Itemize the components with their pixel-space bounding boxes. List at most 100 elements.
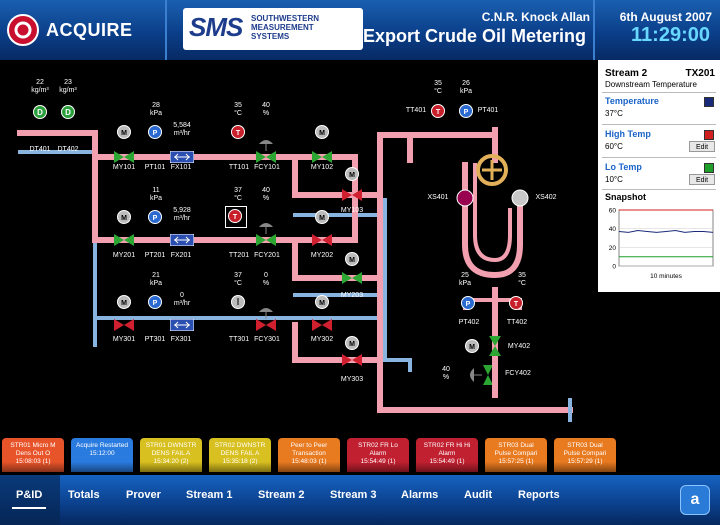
valve-icon[interactable] xyxy=(489,336,501,356)
nav-tab-totals[interactable]: Totals xyxy=(68,489,100,501)
alarm-time: 15:12:00 xyxy=(89,450,115,457)
motor-icon[interactable]: M xyxy=(315,295,329,309)
pressure-icon[interactable]: P xyxy=(148,210,162,224)
alarm-time: 15:35:18 (2) xyxy=(222,458,258,465)
valve-icon[interactable] xyxy=(114,234,134,246)
motor-icon[interactable]: M xyxy=(345,336,359,350)
tt101-tag: TT101 xyxy=(228,164,250,171)
alarm-line1: STR03 Dual xyxy=(498,442,534,449)
pressure-icon[interactable]: P xyxy=(148,295,162,309)
flow-meter-icon[interactable] xyxy=(170,319,194,331)
alarm-line1: STR03 Dual xyxy=(567,442,603,449)
nav-tab-prover[interactable]: Prover xyxy=(126,489,161,501)
valve-icon[interactable] xyxy=(342,354,362,366)
selected-instrument-frame[interactable] xyxy=(225,206,247,228)
temperature-icon[interactable]: T xyxy=(431,104,445,118)
acquire-app-icon[interactable]: a xyxy=(680,485,710,515)
alarm-line2: DENS FAIL A xyxy=(220,450,260,457)
panel-tag: TX201 xyxy=(685,68,715,79)
sphere-detector-xs401[interactable] xyxy=(456,189,474,207)
control-valve-icon[interactable] xyxy=(256,138,276,164)
density-icon[interactable]: D xyxy=(33,105,47,119)
valve-icon[interactable] xyxy=(312,234,332,246)
pressure-icon[interactable]: P xyxy=(459,104,473,118)
my203-tag: MY203 xyxy=(340,292,364,299)
thermometer-icon[interactable] xyxy=(231,295,245,309)
valve-icon[interactable] xyxy=(312,151,332,163)
motor-icon[interactable]: M xyxy=(345,167,359,181)
flow-meter-icon[interactable] xyxy=(170,151,194,163)
control-valve-icon[interactable] xyxy=(256,306,276,332)
control-valve-icon[interactable] xyxy=(468,365,492,385)
edit-lo-temp-button[interactable]: Edit xyxy=(689,174,715,185)
valve-icon[interactable] xyxy=(114,151,134,163)
alarm-line1: Peer to Peer xyxy=(290,442,328,449)
density-icon[interactable]: D xyxy=(61,105,75,119)
nav-tab-reports[interactable]: Reports xyxy=(518,489,560,501)
motor-icon[interactable]: M xyxy=(117,295,131,309)
high-temp-label: High Temp xyxy=(605,129,651,139)
motor-icon-glyph: M xyxy=(319,215,325,222)
fx101-tag: FX101 xyxy=(170,164,192,171)
nav-tab-alarms[interactable]: Alarms xyxy=(401,489,439,501)
pressure-icon-glyph: P xyxy=(153,130,158,137)
motor-icon[interactable]: M xyxy=(465,339,479,353)
pressure-icon[interactable]: P xyxy=(461,296,475,310)
flow-meter-icon[interactable] xyxy=(170,234,194,246)
sphere-detector-xs402[interactable] xyxy=(511,189,529,207)
temperature-icon[interactable]: T xyxy=(509,296,523,310)
control-valve-icon[interactable] xyxy=(256,221,276,247)
trend-tick-label: 60 xyxy=(609,208,617,215)
panel-divider xyxy=(602,124,716,125)
panel-divider xyxy=(602,157,716,158)
temperature-label: Temperature xyxy=(605,96,659,106)
alarm-line2: Pulse Compari xyxy=(494,450,538,457)
four-way-valve[interactable] xyxy=(476,154,508,186)
motor-icon[interactable]: M xyxy=(345,252,359,266)
nav-tab-audit[interactable]: Audit xyxy=(464,489,493,501)
lo-temp-value: 10°C xyxy=(605,175,623,184)
nav-tab-p-id[interactable]: P&ID xyxy=(16,489,43,501)
motor-icon[interactable]: M xyxy=(315,125,329,139)
active-tab-underline xyxy=(12,507,46,509)
tt402-tag: TT402 xyxy=(506,319,528,326)
nav-tab-stream-3[interactable]: Stream 3 xyxy=(330,489,377,501)
temperature-icon[interactable]: T xyxy=(228,209,242,223)
xs401-tag: XS401 xyxy=(427,194,449,201)
temperature-icon[interactable]: T xyxy=(231,125,245,139)
nav-tab-stream-1[interactable]: Stream 1 xyxy=(186,489,233,501)
edit-high-temp-button[interactable]: Edit xyxy=(689,141,715,152)
valve-icon[interactable] xyxy=(342,272,362,284)
fcv301-tag: FCY301 xyxy=(254,336,280,343)
header-divider xyxy=(165,0,167,60)
nav-tab-stream-2[interactable]: Stream 2 xyxy=(258,489,305,501)
motor-icon-glyph: M xyxy=(319,130,325,137)
motor-icon[interactable]: M xyxy=(117,210,131,224)
alarm-time: 15:54:49 (1) xyxy=(360,458,396,465)
panel-stream: Stream 2 xyxy=(605,68,648,79)
motor-icon[interactable]: M xyxy=(117,125,131,139)
tt402-value: 35°C xyxy=(518,272,526,287)
my201-tag: MY201 xyxy=(112,252,136,259)
sms-name-line-3: SYSTEMS xyxy=(251,32,290,41)
motor-icon[interactable]: M xyxy=(315,210,329,224)
valve-icon[interactable] xyxy=(342,189,362,201)
valve-icon[interactable] xyxy=(114,319,134,331)
tt401-value: 35°C xyxy=(434,80,442,95)
pressure-icon[interactable]: P xyxy=(148,125,162,139)
valve-icon[interactable] xyxy=(312,319,332,331)
my302-tag: MY302 xyxy=(310,336,334,343)
